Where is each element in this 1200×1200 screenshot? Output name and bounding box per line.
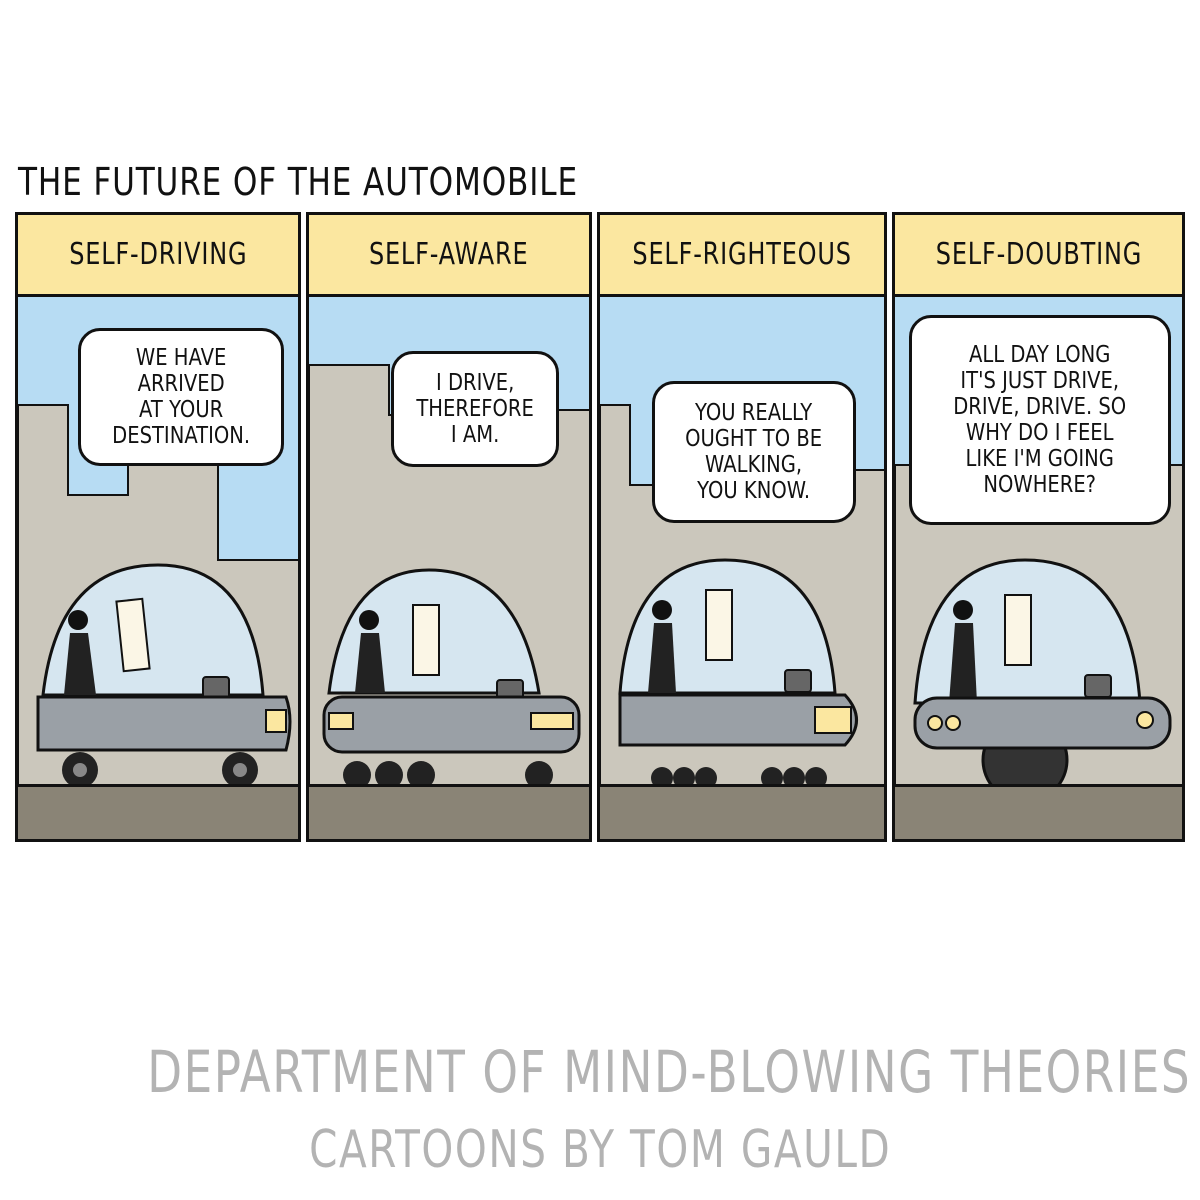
panel-self-righteous: SELF-RIGHTEOUS YOU REALLY OUGHT TO BE WA… xyxy=(597,212,887,842)
speech-bubble: ALL DAY LONG IT'S JUST DRIVE, DRIVE, DRI… xyxy=(909,315,1171,525)
road xyxy=(309,784,589,839)
newspaper xyxy=(705,589,733,661)
panel-self-aware: SELF-AWARE I DRIVE, THEREFORE I AM. xyxy=(306,212,592,842)
road xyxy=(18,784,298,839)
car-dome xyxy=(41,563,265,697)
car-wheels xyxy=(343,761,553,789)
caption: SELF-AWARE xyxy=(309,215,589,297)
speech-bubble: I DRIVE, THEREFORE I AM. xyxy=(391,351,559,467)
car-body xyxy=(618,693,858,747)
car-wheels xyxy=(62,752,258,788)
newspaper xyxy=(412,604,440,676)
car-body xyxy=(913,696,1172,750)
footer-credit: CARTOONS BY TOM GAULD xyxy=(308,1120,892,1180)
panel-4-scene xyxy=(895,464,1182,839)
panel-2-scene xyxy=(309,364,589,839)
caption: SELF-DOUBTING xyxy=(895,215,1182,297)
road xyxy=(600,784,884,839)
comic-title: THE FUTURE OF THE AUTOMOBILE xyxy=(18,160,578,204)
newspaper xyxy=(115,597,151,673)
newspaper xyxy=(1004,594,1032,666)
speech-bubble: YOU REALLY OUGHT TO BE WALKING, YOU KNOW… xyxy=(652,381,856,523)
car-wheels xyxy=(651,767,827,789)
speech-bubble: WE HAVE ARRIVED AT YOUR DESTINATION. xyxy=(78,328,284,466)
car-body xyxy=(322,695,581,754)
road xyxy=(895,784,1182,839)
caption: SELF-DRIVING xyxy=(18,215,298,297)
panel-self-doubting: SELF-DOUBTING ALL DAY LONG IT'S JUST DRI… xyxy=(892,212,1185,842)
caption: SELF-RIGHTEOUS xyxy=(600,215,884,297)
panel-1-scene xyxy=(18,404,298,839)
car-body xyxy=(36,695,292,752)
footer-department: DEPARTMENT OF MIND-BLOWING THEORIES xyxy=(147,1038,1192,1106)
panel-self-driving: SELF-DRIVING WE HAVE ARRIVED AT YOUR DES… xyxy=(15,212,301,842)
panel-3-scene xyxy=(600,404,884,839)
